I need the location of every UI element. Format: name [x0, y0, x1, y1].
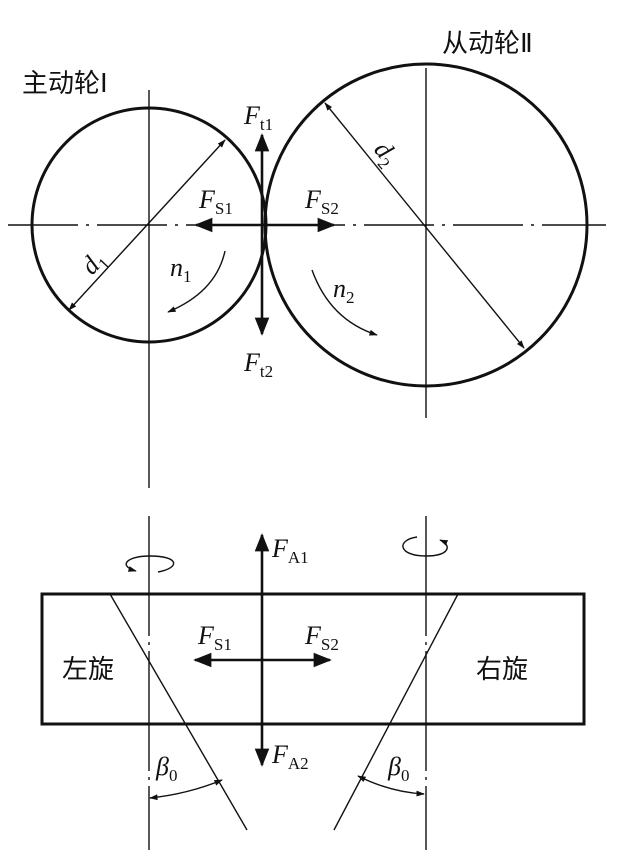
- gear-pair-side-view: [40, 592, 586, 726]
- gear2-rotation-symbol: [402, 536, 449, 557]
- left-hand-label: 左旋: [62, 655, 114, 685]
- d1-label: d1: [75, 245, 114, 283]
- left-helix-line: [109, 593, 248, 831]
- right-hand-label: 右旋: [476, 655, 528, 685]
- fs1-label-bottom: FS1: [197, 621, 232, 654]
- beta-right-label: β0: [387, 752, 409, 785]
- fs1-label-top: FS1: [198, 185, 233, 218]
- fs2-label-top: FS2: [304, 185, 339, 218]
- n1-label: n1: [170, 253, 192, 286]
- driver-gear-label: 主动轮Ⅰ: [22, 69, 108, 99]
- gear1-rotation-symbol: [125, 555, 175, 573]
- d2-dimension-line: [324, 102, 525, 349]
- d2-label: d2: [365, 135, 404, 173]
- n2-label: n2: [333, 274, 355, 307]
- fa2-label: FA2: [271, 740, 309, 773]
- n1-rotation-arrow: [167, 250, 226, 313]
- fa1-label: FA1: [271, 534, 309, 567]
- ft2-label: Ft2: [243, 348, 273, 381]
- ft1-label: Ft1: [243, 101, 273, 134]
- driven-gear-label: 从动轮Ⅱ: [442, 29, 533, 59]
- right-helix-line: [333, 593, 459, 831]
- beta-right-angle-arc: [357, 775, 425, 797]
- beta-left-angle-arc: [149, 779, 223, 801]
- d1-dimension-line: [68, 139, 226, 311]
- n2-rotation-arrow: [311, 269, 378, 336]
- beta-left-label: β0: [155, 752, 177, 785]
- fs2-label-bottom: FS2: [304, 621, 339, 654]
